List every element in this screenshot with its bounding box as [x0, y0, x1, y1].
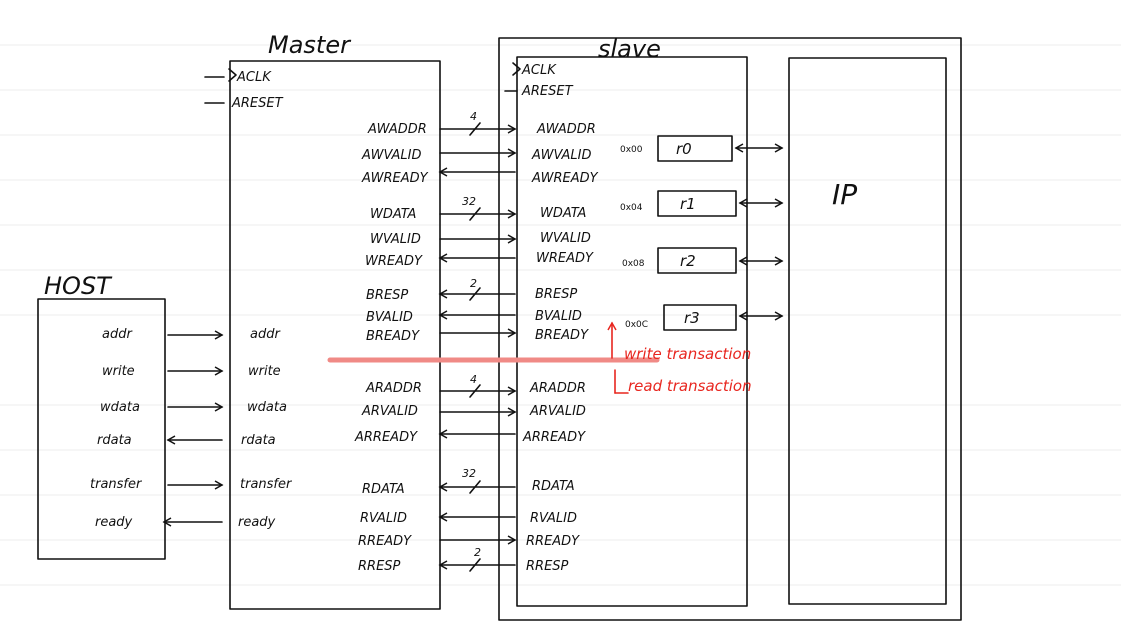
master-addr-label: addr	[250, 327, 281, 342]
reg2-address: 0x08	[622, 259, 645, 269]
master-awvalid-label: AWVALID	[361, 148, 422, 163]
master-wdata-label: wdata	[247, 400, 287, 415]
reg0-name: r0	[676, 140, 692, 158]
master-rdata-label: rdata	[241, 433, 276, 448]
bus-slash	[469, 558, 481, 572]
register-r0	[657, 135, 733, 162]
slave-outer-box	[498, 37, 962, 621]
master-rresp-label: RRESP	[358, 559, 401, 574]
host-addr-label: addr	[102, 327, 133, 342]
slave-title: slave	[598, 35, 661, 63]
reg1-address: 0x04	[620, 203, 643, 213]
master-box	[229, 60, 441, 610]
slave-areset-label: ARESET	[521, 84, 574, 99]
slave-rdata-axi-label: RDATA	[532, 479, 575, 494]
host-transfer-label: transfer	[90, 477, 143, 492]
slave-bresp-label: BRESP	[535, 287, 577, 302]
slave-awready-label: AWREADY	[531, 171, 599, 186]
bus-slash	[469, 384, 481, 398]
reg0-address: 0x00	[620, 145, 643, 155]
slave-inner-box	[516, 56, 748, 607]
slave-bvalid-label: BVALID	[535, 309, 582, 324]
reg2-name: r2	[680, 252, 696, 270]
read-transaction-label: read transaction	[628, 377, 752, 395]
slave-wdata-axi-label: WDATA	[540, 206, 586, 221]
write-transaction-label: write transaction	[624, 345, 751, 363]
slave-arvalid-label: ARVALID	[529, 404, 586, 419]
master-ready-label: ready	[238, 515, 276, 530]
master-rvalid-label: RVALID	[360, 511, 407, 526]
host-wdata-label: wdata	[100, 400, 140, 415]
master-write-label: write	[248, 364, 281, 379]
master-araddr-label: ARADDR	[365, 381, 422, 396]
slave-awvalid-label: AWVALID	[531, 148, 592, 163]
bus-slash	[469, 207, 481, 221]
slave-awaddr-label: AWADDR	[536, 122, 596, 137]
slave-rready-label: RREADY	[526, 534, 580, 549]
master-bresp-label: BRESP	[366, 288, 408, 303]
slave-wvalid-label: WVALID	[540, 231, 591, 246]
master-bvalid-label: BVALID	[366, 310, 413, 325]
bresp-width: 2	[470, 277, 477, 290]
master-wready-label: WREADY	[365, 254, 423, 269]
slave-araddr-label: ARADDR	[529, 381, 586, 396]
register-r3	[663, 304, 737, 331]
master-rdata-axi-label: RDATA	[362, 482, 405, 497]
master-bready-label: BREADY	[366, 329, 420, 344]
master-areset-label: ARESET	[231, 96, 284, 111]
slave-rresp-label: RRESP	[526, 559, 569, 574]
master-wdata-axi-label: WDATA	[370, 207, 416, 222]
master-awaddr-label: AWADDR	[367, 122, 427, 137]
register-r2	[657, 247, 737, 274]
master-rready-label: RREADY	[358, 534, 412, 549]
slave-arready-label: ARREADY	[522, 430, 586, 445]
bus-slash	[469, 480, 481, 494]
master-awready-label: AWREADY	[361, 171, 429, 186]
clock-symbol-icon	[512, 62, 521, 76]
slave-rvalid-label: RVALID	[530, 511, 577, 526]
host-write-label: write	[102, 364, 135, 379]
rdata-width: 32	[462, 467, 476, 480]
ip-box	[788, 57, 947, 605]
slave-wready-label: WREADY	[536, 251, 594, 266]
host-title: HOST	[44, 272, 113, 300]
awaddr-width: 4	[470, 110, 477, 123]
master-aclk-label: ACLK	[236, 70, 272, 85]
bus-slash	[469, 287, 481, 301]
master-transfer-label: transfer	[240, 477, 293, 492]
clock-symbol-icon	[228, 68, 237, 82]
master-title: Master	[268, 31, 352, 59]
background-grid	[0, 44, 1121, 586]
araddr-width: 4	[470, 373, 477, 386]
host-ready-label: ready	[95, 515, 133, 530]
reg3-address: 0x0C	[625, 320, 648, 330]
slave-bready-label: BREADY	[535, 328, 589, 343]
rresp-width: 2	[474, 546, 481, 559]
reg3-name: r3	[684, 309, 700, 327]
master-arready-label: ARREADY	[354, 430, 418, 445]
register-r1	[657, 190, 737, 217]
bus-slash	[469, 122, 481, 136]
slave-aclk-label: ACLK	[521, 63, 557, 78]
master-wvalid-label: WVALID	[370, 232, 421, 247]
reg1-name: r1	[680, 195, 696, 213]
wdata-width: 32	[462, 195, 476, 208]
host-rdata-label: rdata	[97, 433, 132, 448]
ip-title: IP	[832, 178, 857, 211]
master-arvalid-label: ARVALID	[361, 404, 418, 419]
host-box	[37, 298, 166, 560]
